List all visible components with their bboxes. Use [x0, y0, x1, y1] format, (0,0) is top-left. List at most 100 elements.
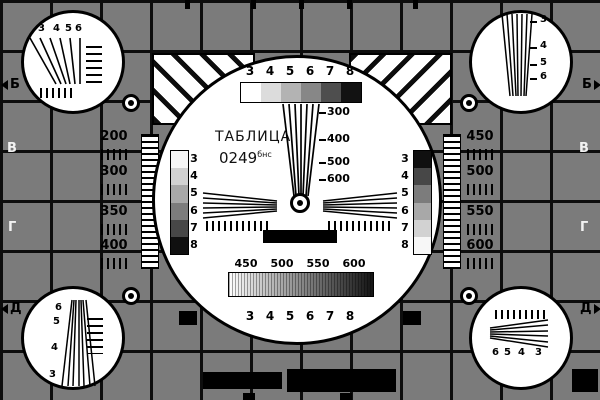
- right-panel-value: 600: [466, 238, 494, 253]
- wedge-tick: [319, 139, 326, 141]
- wedge-tick: [319, 112, 326, 114]
- reference-dashes: [86, 46, 102, 86]
- scale-number: 5: [285, 64, 295, 78]
- corner-number: 4: [540, 40, 547, 51]
- scale-number: 4: [265, 64, 275, 78]
- gray-step: [414, 236, 431, 255]
- gray-step: [414, 185, 431, 203]
- edge-marker-left-d: Д: [1, 302, 22, 315]
- resolution-wedge-icon: [501, 13, 533, 97]
- corner-circle-bottom-left: 6 5 4 3: [21, 286, 125, 390]
- wedge-tick: [319, 162, 326, 164]
- tick-row: [467, 149, 493, 160]
- edge-tick: [251, 0, 256, 9]
- wedge-label: 300: [327, 105, 350, 118]
- gray-step: [281, 83, 301, 102]
- gray-step: [171, 168, 188, 186]
- left-grayscale-scale: [170, 150, 189, 255]
- left-panel-value: 200: [100, 129, 128, 144]
- right-panel-value: 550: [466, 204, 494, 219]
- edge-letter: Г: [8, 220, 17, 235]
- corner-number: 4: [518, 347, 525, 358]
- edge-letter: Б: [10, 77, 20, 92]
- edge-tick: [243, 393, 255, 400]
- black-square-marker: [179, 311, 197, 325]
- reference-comb: [328, 221, 394, 231]
- scale-number: 8: [345, 309, 355, 323]
- bullseye-marker-icon: [460, 287, 478, 305]
- tick-row: [467, 258, 493, 269]
- gray-step: [414, 168, 431, 186]
- scale-number: 4: [401, 169, 409, 183]
- corner-number: 4: [51, 342, 58, 353]
- reference-dash: [530, 47, 537, 49]
- left-panel-value: 400: [100, 238, 128, 253]
- edge-letter: Д: [10, 301, 22, 316]
- scale-number: 8: [190, 237, 198, 251]
- tick-row: [467, 184, 493, 195]
- scale-number: 8: [401, 237, 409, 251]
- corner-number: 5: [540, 57, 547, 68]
- tone-gradient-strip: [228, 272, 374, 297]
- tick-row: [101, 149, 127, 160]
- edge-letter: Б: [582, 77, 592, 92]
- reference-dash: [530, 78, 537, 80]
- arrow-right-icon: [593, 303, 600, 314]
- center-bullseye-icon: [290, 193, 310, 213]
- corner-number: 3: [49, 369, 56, 380]
- corner-number: 4: [53, 23, 60, 34]
- reference-dashes: [87, 318, 103, 354]
- scale-number: 7: [325, 309, 335, 323]
- burst-label: 600: [342, 257, 366, 270]
- wedge-tick: [319, 179, 326, 181]
- burst-label: 500: [270, 257, 294, 270]
- edge-tick: [413, 0, 418, 9]
- wedge-label: 500: [327, 155, 350, 168]
- scale-number: 6: [401, 203, 409, 217]
- scale-number: 6: [305, 64, 315, 78]
- resolution-wedge-icon: [489, 319, 549, 348]
- reference-comb: [495, 310, 545, 319]
- right-panel-value: 500: [466, 164, 494, 179]
- bullseye-marker-icon: [460, 94, 478, 112]
- reference-dash: [530, 64, 537, 66]
- left-panel-value: 300: [100, 164, 128, 179]
- burst-label: 450: [234, 257, 258, 270]
- edge-tick: [185, 0, 190, 9]
- gray-step: [301, 83, 321, 102]
- table-code: 0249бнс: [219, 149, 272, 167]
- arrow-left-icon: [1, 79, 8, 90]
- edge-marker-right-b: Б: [582, 78, 600, 91]
- reference-black-bar: [263, 230, 337, 243]
- gray-step: [171, 236, 188, 255]
- gray-step: [414, 219, 431, 237]
- scale-number: 3: [401, 152, 409, 166]
- horizontal-resolution-wedge-right-icon: [322, 192, 398, 219]
- arrow-left-icon: [1, 303, 8, 314]
- reference-comb: [40, 88, 74, 98]
- scale-number: 7: [190, 220, 198, 234]
- edge-letter: В: [7, 141, 17, 156]
- gray-step: [171, 151, 188, 169]
- bullseye-marker-icon: [122, 94, 140, 112]
- gray-step: [261, 83, 281, 102]
- gray-step: [321, 83, 341, 102]
- gray-step: [241, 83, 261, 102]
- bottom-black-bar: [572, 369, 598, 392]
- scale-number: 3: [190, 152, 198, 166]
- gray-step: [414, 202, 431, 220]
- edge-marker-right-d: Д: [580, 302, 600, 315]
- scale-number: 6: [305, 309, 315, 323]
- black-square-marker: [403, 311, 421, 325]
- corner-number: 5: [53, 316, 60, 327]
- corner-number: 3: [38, 23, 45, 34]
- gray-step: [414, 151, 431, 169]
- edge-tick: [347, 0, 352, 9]
- scale-number: 5: [190, 186, 198, 200]
- gray-step: [171, 185, 188, 203]
